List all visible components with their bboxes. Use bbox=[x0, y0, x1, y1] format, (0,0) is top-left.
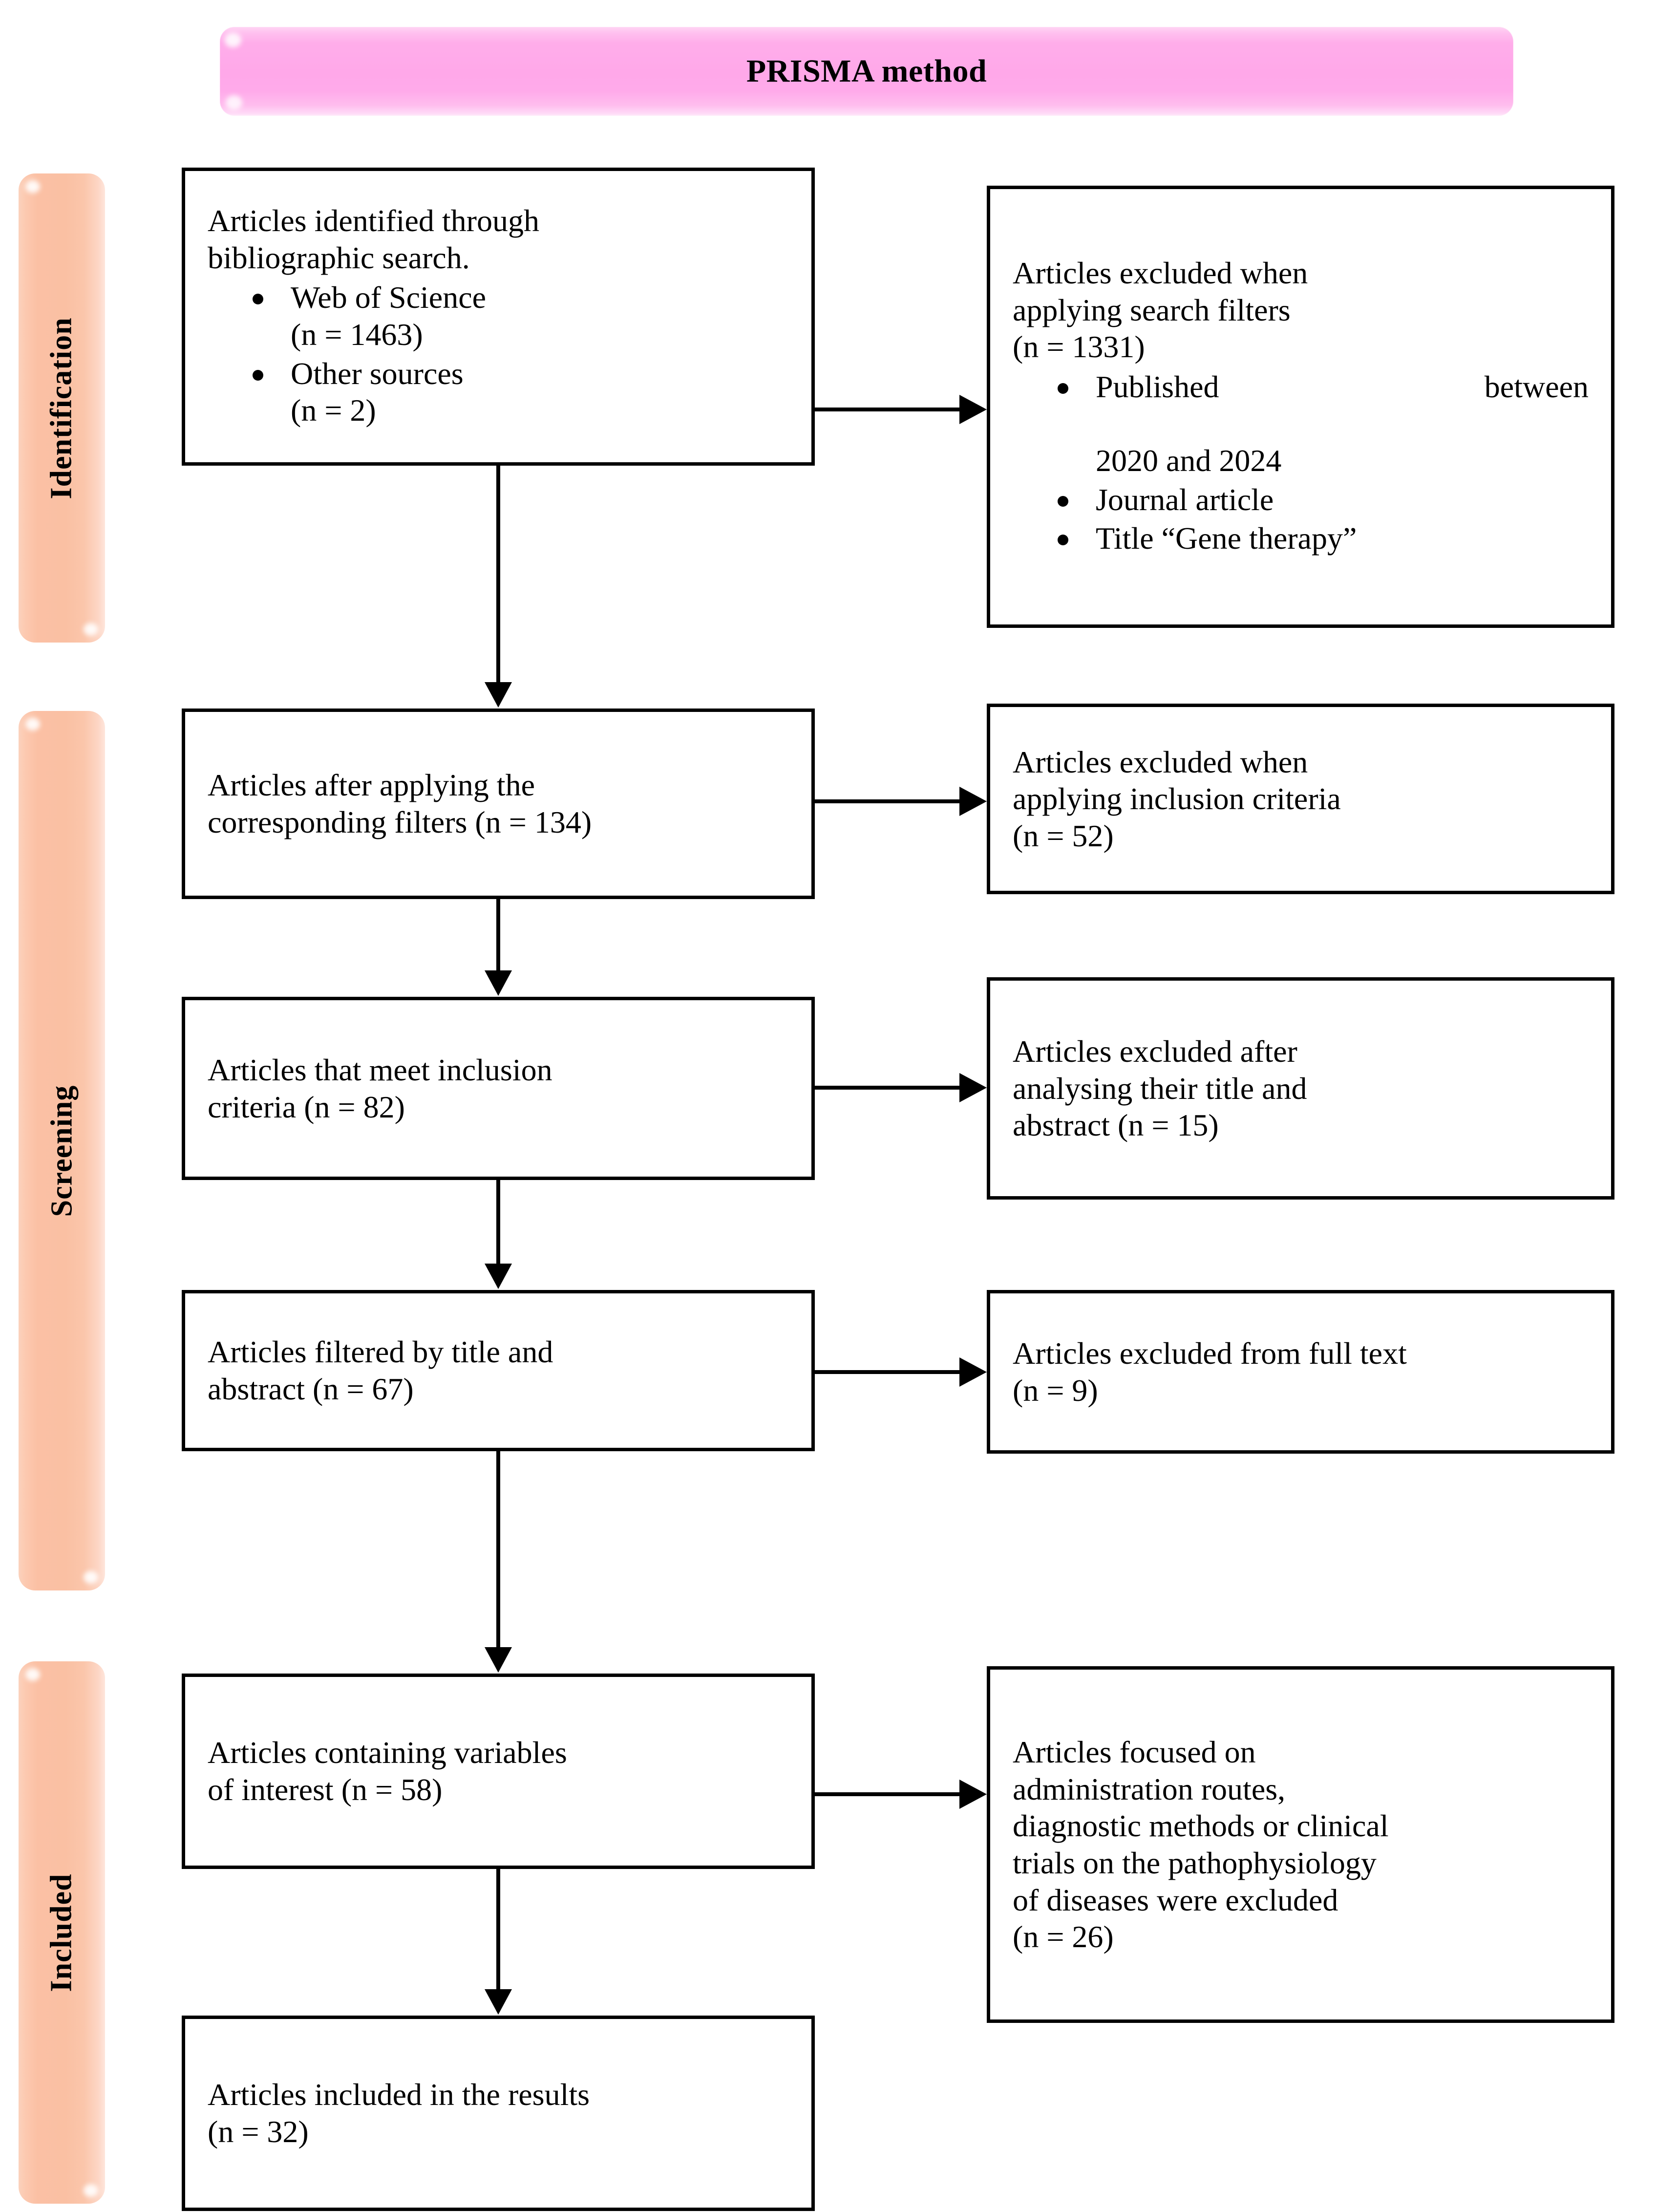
list-item: Web of Science (n = 1463) bbox=[253, 279, 789, 353]
box-excl-focused-line6: (n = 26) bbox=[1013, 1919, 1114, 1954]
box-excl-focused-line2: administration routes, bbox=[1013, 1771, 1286, 1806]
prisma-title-banner: PRISMA method bbox=[220, 27, 1513, 116]
box-excl-fulltext-line1: Articles excluded from full text bbox=[1013, 1335, 1407, 1371]
box-excl-ta-line2: analysing their title and bbox=[1013, 1071, 1307, 1106]
box-excl-filters-bullets: Published between 2020 and 2024 Journal … bbox=[1013, 368, 1589, 559]
box-included-res-line1: Articles included in the results bbox=[208, 2077, 590, 2112]
arrow-meet-inclusion-to-excluded-title-abstract bbox=[815, 1073, 987, 1102]
bullet-dot-icon bbox=[1058, 495, 1068, 507]
arrow-after-filters-to-excluded-inclusion bbox=[815, 787, 987, 816]
box-excl-inclusion-line3: (n = 52) bbox=[1013, 818, 1114, 853]
arrow-variables-to-excluded-focused bbox=[815, 1780, 987, 1809]
box-excluded-focused-other-topics: Articles focused on administration route… bbox=[987, 1666, 1614, 2023]
arrow-identified-to-excluded-filters bbox=[815, 395, 987, 424]
box-meet-inclusion-line2: criteria (n = 82) bbox=[208, 1089, 405, 1124]
arrow-after-filters-to-meet-inclusion bbox=[485, 899, 512, 997]
phase-label-identification: Identification bbox=[45, 317, 79, 499]
bullet-dot-icon bbox=[253, 369, 263, 381]
box-articles-included-results: Articles included in the results (n = 32… bbox=[182, 2016, 815, 2211]
page-title: PRISMA method bbox=[746, 53, 987, 89]
box-excl-ta-line3: abstract (n = 15) bbox=[1013, 1108, 1219, 1143]
arrow-identified-to-after-filters bbox=[485, 466, 512, 709]
box-excl-filters-line1: Articles excluded when bbox=[1013, 256, 1308, 291]
list-item: Other sources (n = 2) bbox=[253, 355, 789, 429]
phase-bar-screening: Screening bbox=[19, 711, 105, 1590]
box-meet-inclusion-line1: Articles that meet inclusion bbox=[208, 1052, 552, 1087]
box-excl-focused-line4: trials on the pathophysiology bbox=[1013, 1846, 1377, 1880]
box-excl-focused-line3: diagnostic methods or clinical bbox=[1013, 1808, 1389, 1844]
box-excl-inclusion-line2: applying inclusion criteria bbox=[1013, 781, 1341, 816]
bullet-dot-icon bbox=[253, 294, 263, 305]
bullet-dot-icon bbox=[1058, 535, 1068, 546]
box-excl-focused-line1: Articles focused on bbox=[1013, 1735, 1256, 1770]
list-item: Journal article bbox=[1058, 481, 1589, 518]
bullet-dot-icon bbox=[1058, 383, 1068, 394]
box-excluded-title-abstract: Articles excluded after analysing their … bbox=[987, 977, 1614, 1200]
box-filtered-ta-line1: Articles filtered by title and bbox=[208, 1334, 553, 1370]
box-excluded-search-filters: Articles excluded when applying search f… bbox=[987, 186, 1614, 628]
box-excl-ta-line1: Articles excluded after bbox=[1013, 1034, 1297, 1069]
box-identified-line2: bibliographic search. bbox=[208, 240, 470, 275]
phase-bar-identification: Identification bbox=[19, 173, 105, 643]
phase-label-included: Included bbox=[45, 1873, 79, 1992]
box-excl-focused-line5: of diseases were excluded bbox=[1013, 1882, 1338, 1917]
box-excl-filters-line2: applying search filters bbox=[1013, 292, 1291, 327]
box-excl-fulltext-line2: (n = 9) bbox=[1013, 1373, 1098, 1408]
arrow-variables-to-included-results bbox=[485, 1869, 512, 2016]
box-identified-line1: Articles identified through bbox=[208, 203, 539, 238]
arrow-meet-inclusion-to-filtered-title-abstract bbox=[485, 1180, 512, 1290]
box-included-res-line2: (n = 32) bbox=[208, 2114, 309, 2149]
box-excl-inclusion-line1: Articles excluded when bbox=[1013, 744, 1308, 779]
box-articles-variables-of-interest: Articles containing variables of interes… bbox=[182, 1674, 815, 1869]
box-excluded-inclusion-criteria: Articles excluded when applying inclusio… bbox=[987, 704, 1614, 894]
list-item: Title “Gene therapy” bbox=[1058, 520, 1589, 557]
phase-label-screening: Screening bbox=[45, 1085, 78, 1217]
box-filtered-ta-line2: abstract (n = 67) bbox=[208, 1372, 414, 1406]
box-articles-after-filters: Articles after applying the correspondin… bbox=[182, 709, 815, 899]
box-variables-line1: Articles containing variables bbox=[208, 1735, 567, 1770]
box-identified-bullets: Web of Science (n = 1463) Other sources … bbox=[208, 279, 789, 430]
phase-bar-included: Included bbox=[19, 1661, 105, 2204]
box-articles-filtered-title-abstract: Articles filtered by title and abstract … bbox=[182, 1290, 815, 1451]
arrow-filtered-to-excluded-fulltext bbox=[815, 1357, 987, 1387]
box-articles-identified: Articles identified through bibliographi… bbox=[182, 168, 815, 466]
box-excluded-full-text: Articles excluded from full text (n = 9) bbox=[987, 1290, 1614, 1454]
box-excl-filters-line3: (n = 1331) bbox=[1013, 329, 1145, 365]
list-item: Published between 2020 and 2024 bbox=[1058, 368, 1589, 479]
box-after-filters-line2: corresponding filters (n = 134) bbox=[208, 805, 592, 839]
box-after-filters-line1: Articles after applying the bbox=[208, 768, 535, 803]
arrow-filtered-to-variables bbox=[485, 1451, 512, 1674]
box-articles-meet-inclusion: Articles that meet inclusion criteria (n… bbox=[182, 997, 815, 1180]
box-variables-line2: of interest (n = 58) bbox=[208, 1772, 443, 1807]
